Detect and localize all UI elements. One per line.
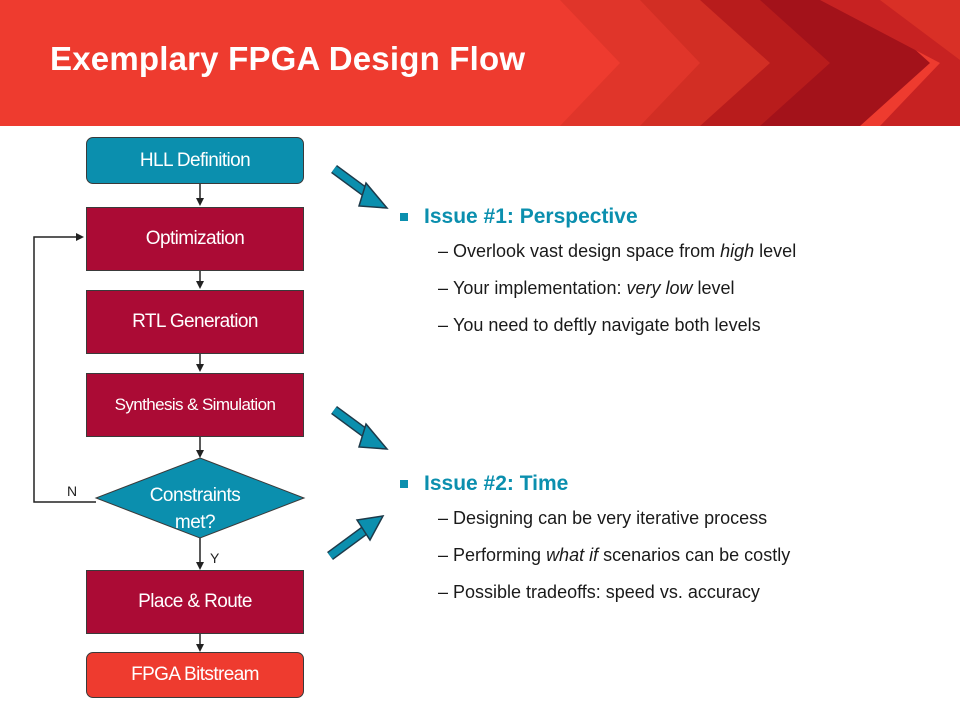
emphasis-text: what if [546,545,599,565]
point-text: level [692,278,735,298]
dash-bullet: – [438,545,449,565]
decision-label: Constraints met? [120,482,270,536]
emphasis-text: high [720,241,755,261]
issue-heading: Issue #1: Perspective [424,205,638,228]
issue-2-point-2: –Performing what if scenarios can be cos… [438,537,790,574]
dash-bullet: – [438,241,449,261]
point-text: Overlook vast design space from [453,241,721,261]
point-text: Designing can be very iterative process [453,508,768,528]
block-arrow-2 [331,405,389,450]
dash-bullet: – [438,582,449,602]
optimization-box: Optimization [86,207,304,271]
synthesis-simulation-box: Synthesis & Simulation [86,373,304,437]
issue-2-point-3: –Possible tradeoffs: speed vs. accuracy [438,574,790,611]
dash-bullet: – [438,508,449,528]
decision-label-line-2: met? [174,512,216,533]
issue-heading-row: Issue #2: Time [400,472,790,496]
square-bullet-icon [400,480,408,488]
issue-block-1: Issue #1: Perspective –Overlook vast des… [400,205,796,344]
block-arrow-1 [331,164,389,209]
decision-diamond [94,457,306,539]
rtl-generation-box: RTL Generation [86,290,304,354]
dash-bullet: – [438,315,449,335]
page-title: Exemplary FPGA Design Flow [50,40,526,77]
no-branch-label: N [67,483,78,499]
issue-heading-row: Issue #1: Perspective [400,205,796,229]
point-text: You need to deftly navigate both levels [453,315,761,335]
point-text: Possible tradeoffs: speed vs. accuracy [453,582,760,602]
issue-1-point-1: –Overlook vast design space from high le… [438,233,796,270]
banner-chevron-pattern [560,0,960,126]
emphasis-text: very low [626,278,693,298]
issue-heading: Issue #2: Time [424,472,569,495]
dash-bullet: – [438,278,449,298]
issue-1-point-2: –Your implementation: very low level [438,270,796,307]
issue-1-point-3: –You need to deftly navigate both levels [438,307,796,344]
point-text: Your implementation: [453,278,627,298]
fpga-bitstream-box: FPGA Bitstream [86,652,304,698]
feedback-loop-arrow [33,233,96,503]
point-text: level [754,241,797,261]
issue-2-point-1: –Designing can be very iterative process [438,500,790,537]
title-banner: Exemplary FPGA Design Flow [0,0,960,126]
square-bullet-icon [400,213,408,221]
point-text: Performing [453,545,547,565]
issue-block-2: Issue #2: Time –Designing can be very it… [400,472,790,611]
point-text: scenarios can be costly [598,545,791,565]
hll-definition-box: HLL Definition [86,137,304,184]
place-route-box: Place & Route [86,570,304,634]
yes-branch-label: Y [210,550,220,566]
flow-connectors [33,164,389,652]
decision-label-line-1: Constraints [149,485,241,506]
block-arrow-3 [327,515,385,561]
